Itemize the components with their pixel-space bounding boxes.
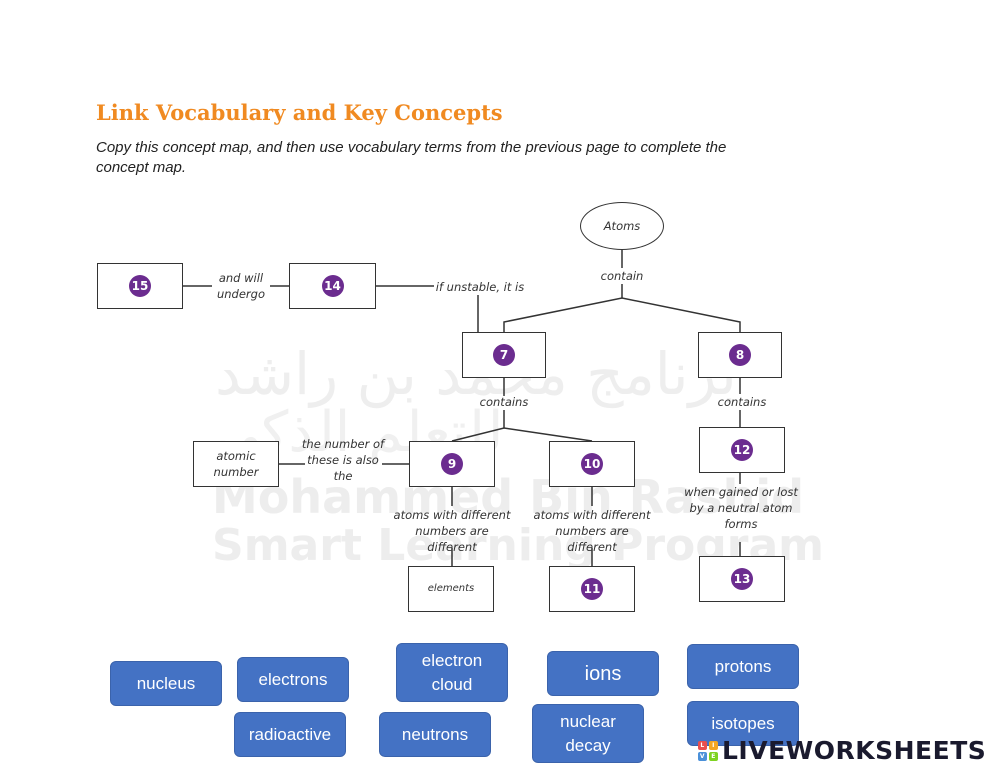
filled-box-label: atomic number [213, 449, 259, 479]
blank-number-badge: 7 [493, 344, 515, 366]
word-chip-nuclear-decay[interactable]: nuclear decay [532, 704, 644, 763]
blank-box-11[interactable]: 11 [549, 566, 635, 612]
logo-letter: E [709, 751, 718, 761]
link-gained-lost: when gained or lost by a neutral atom fo… [684, 485, 798, 531]
link-atoms-different-9: atoms with different numbers are differe… [393, 508, 511, 554]
word-chip-neutrons[interactable]: neutrons [379, 712, 491, 757]
blank-number-badge: 10 [581, 453, 603, 475]
blank-box-7[interactable]: 7 [462, 332, 546, 378]
chip-line: nuclear [560, 711, 616, 731]
blank-number-badge: 8 [729, 344, 751, 366]
link-atoms-different-10: atoms with different numbers are differe… [533, 508, 651, 554]
logo-letter: V [698, 751, 707, 761]
filled-box-atomic-number: atomic number [193, 441, 279, 487]
link-will-undergo: and will undergo [216, 271, 266, 301]
page-title: Link Vocabulary and Key Concepts [96, 100, 503, 125]
chip-line: electron [421, 650, 483, 670]
blank-box-10[interactable]: 10 [549, 441, 635, 487]
blank-number-badge: 12 [731, 439, 753, 461]
logo-letter: L [698, 740, 707, 750]
link-contains-right: contains [717, 395, 767, 409]
word-chip-nucleus[interactable]: nucleus [110, 661, 222, 706]
word-chip-electrons[interactable]: electrons [237, 657, 349, 702]
blank-box-9[interactable]: 9 [409, 441, 495, 487]
blank-number-badge: 13 [731, 568, 753, 590]
brand-name: LIVEWORKSHEETS [722, 736, 987, 765]
blank-number-badge: 9 [441, 453, 463, 475]
link-if-unstable: if unstable, it is [434, 279, 526, 295]
blank-number-badge: 14 [321, 275, 344, 297]
link-number-also: the number of these is also the [301, 437, 385, 483]
liveworksheets-logo-icon: L I V E [698, 740, 718, 761]
blank-box-12[interactable]: 12 [699, 427, 785, 473]
word-chip-electron-cloud[interactable]: electron cloud [396, 643, 508, 702]
liveworksheets-brand: L I V E LIVEWORKSHEETS [698, 736, 986, 765]
logo-letter: I [709, 740, 718, 750]
root-node-label: Atoms [603, 219, 641, 233]
blank-box-13[interactable]: 13 [699, 556, 785, 602]
filled-box-elements: elements [408, 566, 494, 612]
word-chip-ions[interactable]: ions [547, 651, 659, 696]
blank-number-badge: 15 [129, 275, 151, 297]
blank-box-14[interactable]: 14 [289, 263, 376, 309]
blank-box-8[interactable]: 8 [698, 332, 782, 378]
word-chip-isotopes[interactable]: isotopes [687, 701, 799, 746]
word-chip-radioactive[interactable]: radioactive [234, 712, 346, 757]
link-contain: contain [600, 269, 644, 283]
word-chip-protons[interactable]: protons [687, 644, 799, 689]
root-node-atoms: Atoms [580, 202, 664, 250]
filled-box-label: elements [427, 583, 475, 594]
blank-number-badge: 11 [581, 578, 603, 600]
blank-box-15[interactable]: 15 [97, 263, 183, 309]
chip-line: cloud [431, 674, 473, 694]
chip-line: decay [565, 735, 611, 755]
link-contains-left: contains [479, 395, 529, 409]
instructions-text: Copy this concept map, and then use voca… [96, 139, 727, 176]
watermark-english-line1: Mohammed Bin Rashid [212, 470, 805, 524]
